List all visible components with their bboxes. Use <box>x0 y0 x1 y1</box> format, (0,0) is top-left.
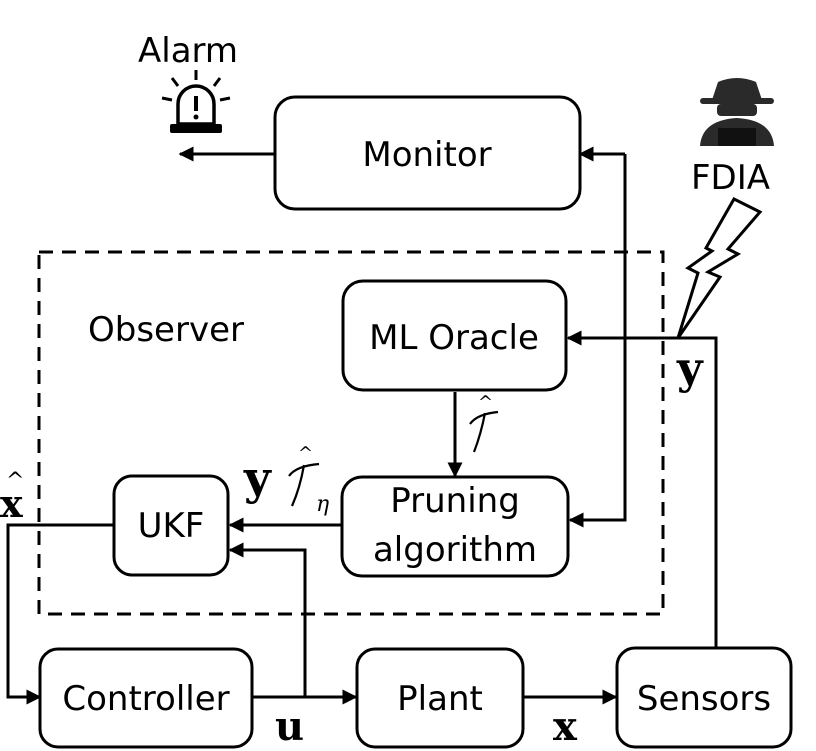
ukf-label: UKF <box>138 506 205 546</box>
svg-text:^: ^ <box>298 443 313 464</box>
observer-frame <box>37 250 665 616</box>
lightning-bolt-icon <box>676 197 763 339</box>
monitor-block: Monitor <box>273 95 582 211</box>
sensors-block: Sensors <box>615 646 793 749</box>
signal-x-hat: x <box>0 481 23 526</box>
pruning-block: Pruning algorithm <box>340 475 570 578</box>
observer-label: Observer <box>88 310 244 350</box>
sensors-label: Sensors <box>637 679 771 719</box>
ukf-block: UKF <box>112 474 230 577</box>
pruning-label-line2: algorithm <box>373 530 537 570</box>
alarm-label: Alarm <box>138 31 238 71</box>
plant-block: Plant <box>355 647 525 749</box>
signal-x: x <box>553 703 578 750</box>
ml-oracle-block: ML Oracle <box>341 279 568 392</box>
signal-y-pruned: y <box>243 451 272 505</box>
tau-hat-symbol: ^ <box>469 392 499 453</box>
x-hat-accent: ^ <box>6 469 24 494</box>
controller-block: Controller <box>38 647 254 749</box>
plant-label: Plant <box>397 679 483 719</box>
svg-text:^: ^ <box>478 392 493 413</box>
tau-hat-eta-symbol: ^ <box>288 443 320 507</box>
alarm-light-icon <box>161 70 231 133</box>
ml-oracle-label: ML Oracle <box>369 318 539 358</box>
tau-subscript: η <box>316 492 329 517</box>
hacker-icon <box>700 78 774 146</box>
signal-y-sensor: y <box>676 343 704 394</box>
monitor-label: Monitor <box>362 135 491 175</box>
pruning-label-line1: Pruning <box>390 481 520 521</box>
controller-label: Controller <box>62 679 229 719</box>
fdia-label: FDIA <box>691 158 770 198</box>
signal-u: u <box>275 703 304 750</box>
